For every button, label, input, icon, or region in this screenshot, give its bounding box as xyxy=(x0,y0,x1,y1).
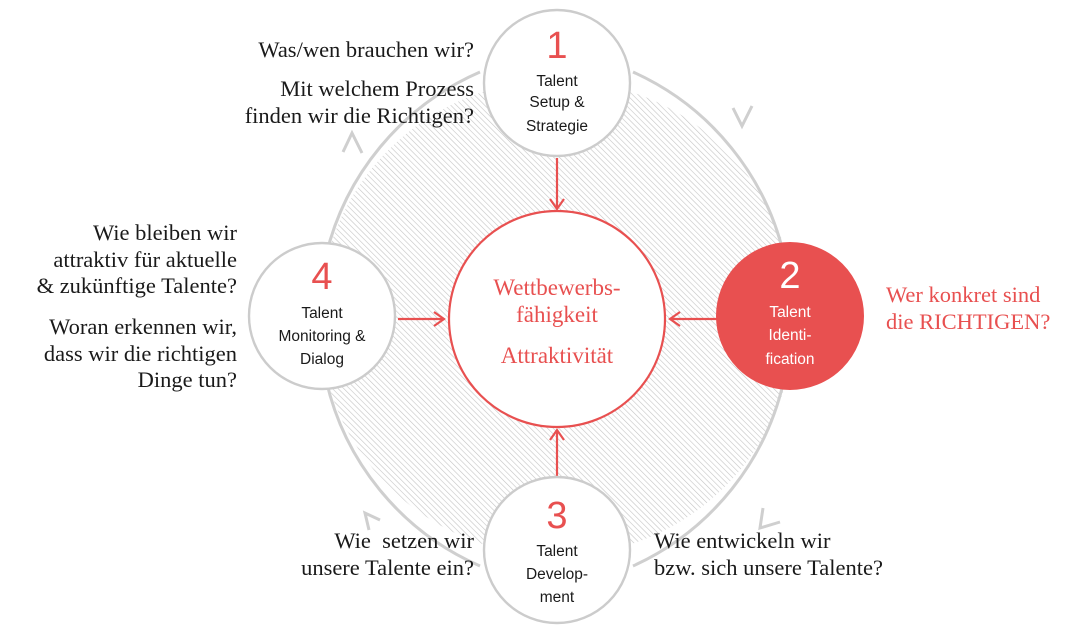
node-4-label-3: Dialog xyxy=(300,351,344,368)
question-1b-line-2: finden wir die Richtigen? xyxy=(244,102,474,128)
node-3-label-1: Talent xyxy=(536,543,578,560)
node-2-number: 2 xyxy=(779,255,800,297)
question-1a: Was/wen brauchen wir? xyxy=(258,37,474,64)
ring-arrow-top-left xyxy=(341,129,364,154)
node-3-talent-development[interactable]: 3 Talent Develop- ment xyxy=(482,475,632,625)
cycle-ring xyxy=(323,70,787,568)
question-3-right-line-1: Wie entwickeln wir xyxy=(654,528,831,553)
node-2-label-1: Talent xyxy=(769,304,811,321)
red-arrows xyxy=(398,158,717,478)
question-3-left-line-2: unsere Talente ein? xyxy=(301,554,474,580)
question-3-left: Wie setzen wir unsere Talente ein? xyxy=(301,528,474,581)
question-2: Wer konkret sind die RICHTIGEN? xyxy=(886,282,1050,335)
question-4a-line-1: Wie bleiben wir xyxy=(92,220,237,245)
node-1-label-3: Strategie xyxy=(526,118,588,135)
node-1-label-1: Talent xyxy=(536,73,578,90)
node-2-label-2: Identi- xyxy=(768,327,811,344)
node-1-talent-setup[interactable]: 1 Talent Setup & Strategie xyxy=(482,8,632,158)
cycle-arrowheads xyxy=(341,105,781,531)
node-3-label-2: Develop- xyxy=(526,566,588,583)
question-4b-line-3: Dinge tun? xyxy=(137,367,237,392)
ring-arrow-top-right xyxy=(731,105,754,130)
question-1a-line-1: Was/wen brauchen wir? xyxy=(258,37,474,62)
ring-arrow-bottom-right xyxy=(758,507,781,531)
node-1-label-2: Setup & xyxy=(529,94,585,111)
center-circle xyxy=(447,209,667,429)
question-1b: Mit welchem Prozess finden wir die Richt… xyxy=(245,76,474,129)
node-4-label-1: Talent xyxy=(301,305,343,322)
node-1-number: 1 xyxy=(546,25,567,67)
question-3-right: Wie entwickeln wir bzw. sich unsere Tale… xyxy=(654,528,883,581)
node-2-talent-identification[interactable]: 2 Talent Identi- fication xyxy=(716,242,864,390)
question-2-line-2: die RICHTIGEN? xyxy=(886,308,1051,334)
node-3-label-3: ment xyxy=(540,589,575,606)
center-line-1: Wettbewerbs- xyxy=(493,275,620,300)
question-4b-line-2: dass wir die richtigen xyxy=(43,340,237,366)
question-4b: Woran erkennen wir, dass wir die richtig… xyxy=(44,314,237,394)
question-4a-line-3: & zukünftige Talente? xyxy=(36,273,237,298)
question-3-left-line-1: Wie setzen wir xyxy=(334,528,474,553)
node-4-number: 4 xyxy=(311,256,332,298)
question-2-line-1: Wer konkret sind xyxy=(886,282,1041,307)
center-line-2: fähigkeit xyxy=(516,302,598,327)
center-line-3: Attraktivität xyxy=(501,343,614,368)
question-4a: Wie bleiben wir attraktiv für aktuelle &… xyxy=(37,220,237,300)
question-1b-line-1: Mit welchem Prozess xyxy=(280,76,474,101)
node-3-number: 3 xyxy=(546,495,567,537)
question-3-right-line-2: bzw. sich unsere Talente? xyxy=(654,554,883,580)
node-4-label-2: Monitoring & xyxy=(278,328,366,345)
question-4a-line-2: attraktiv für aktuelle xyxy=(53,246,237,272)
ring-arrow-bottom-left xyxy=(362,510,381,531)
node-2-label-3: fication xyxy=(765,351,814,368)
node-4-talent-monitoring[interactable]: 4 Talent Monitoring & Dialog xyxy=(247,241,397,391)
question-4b-line-1: Woran erkennen wir, xyxy=(49,314,237,339)
